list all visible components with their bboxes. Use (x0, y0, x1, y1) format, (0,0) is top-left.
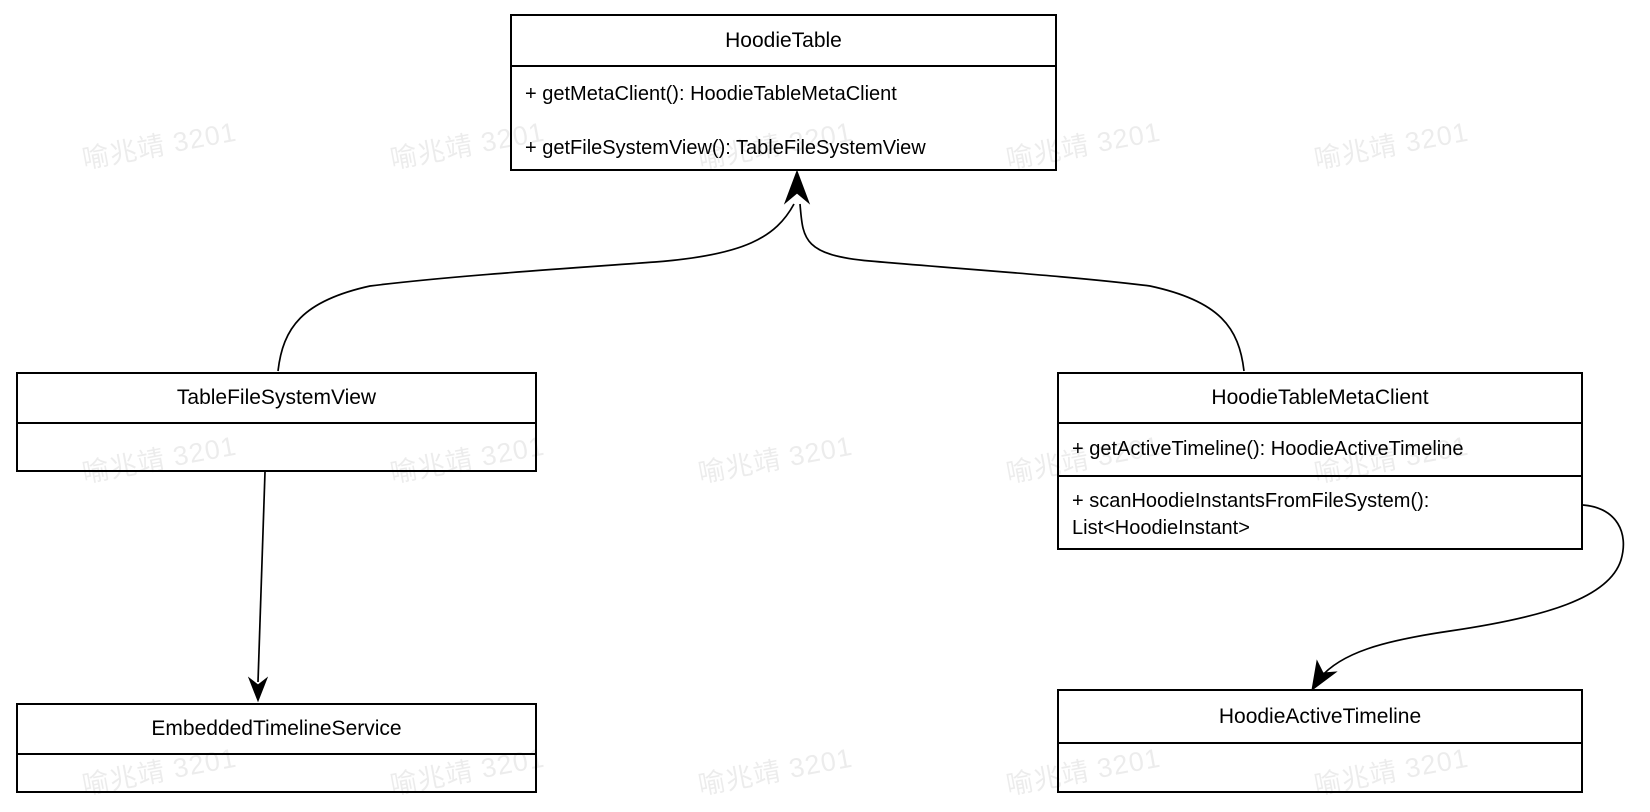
class-title: EmbeddedTimelineService (151, 717, 402, 740)
class-hoodie-active-timeline: HoodieActiveTimeline (1057, 689, 1583, 793)
method-get-file-system-view: + getFileSystemView(): TableFileSystemVi… (525, 136, 926, 159)
edge-tablefilesystemview-to-embeddedtimelineservice (257, 471, 266, 683)
arrowhead-up-icon (783, 169, 811, 205)
empty-compartment (18, 422, 535, 470)
class-hoodie-table: HoodieTable + getMetaClient(): HoodieTab… (510, 14, 1057, 171)
class-title: HoodieActiveTimeline (1218, 704, 1422, 728)
edge-tablefilesystemview-to-hoodietable (277, 203, 795, 372)
method-line-2: List<HoodieInstant> (1072, 517, 1250, 539)
empty-compartment (1059, 742, 1581, 791)
class-title: HoodieTableMetaClient (1211, 386, 1429, 409)
method-get-meta-client: + getMetaClient(): HoodieTableMetaClient (525, 82, 897, 105)
empty-compartment (18, 753, 535, 791)
watermark-text: 喻兆靖 3201 (695, 742, 856, 801)
arrowhead-down-left-icon (1311, 659, 1338, 692)
watermark-text: 喻兆靖 3201 (1311, 116, 1472, 175)
class-table-file-system-view: TableFileSystemView (16, 372, 537, 472)
method-scan-hoodie-instants: + scanHoodieInstantsFromFileSystem(): Li… (1059, 475, 1581, 548)
method-line-1: + scanHoodieInstantsFromFileSystem(): (1072, 490, 1430, 512)
class-title: HoodieTable (725, 28, 842, 52)
arrowhead-down-icon (247, 676, 269, 703)
watermark-text: 喻兆靖 3201 (79, 116, 240, 175)
method-get-active-timeline: + getActiveTimeline(): HoodieActiveTimel… (1059, 422, 1581, 475)
edge-hoodietablemetaclient-to-hoodietable (799, 203, 1245, 372)
class-hoodie-table-meta-client: HoodieTableMetaClient + getActiveTimelin… (1057, 372, 1583, 550)
class-title: TableFileSystemView (176, 386, 377, 409)
watermark-text: 喻兆靖 3201 (695, 430, 856, 489)
class-embedded-timeline-service: EmbeddedTimelineService (16, 703, 537, 793)
operations-compartment: + getMetaClient(): HoodieTableMetaClient… (512, 65, 1055, 175)
